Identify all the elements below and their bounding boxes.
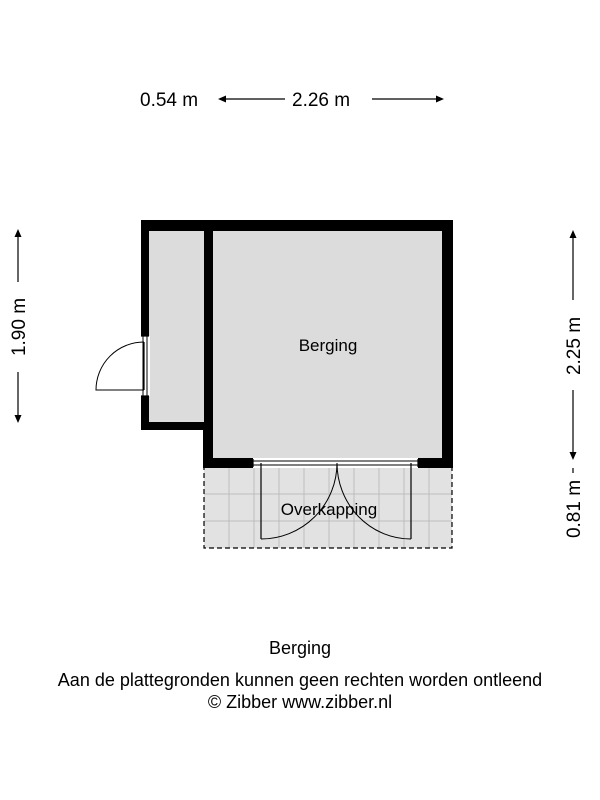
room-label-canopy: Overkapping <box>281 500 377 519</box>
main-room-floor <box>213 231 442 458</box>
dim-arrowhead-left <box>218 95 226 103</box>
storage-building <box>141 220 453 468</box>
copyright-text: © Zibber www.zibber.nl <box>207 692 393 712</box>
dim-arrowhead-right <box>436 95 444 103</box>
top-dimension: 0.54 m 2.26 m <box>140 90 444 111</box>
dim-arrowhead-up <box>14 229 22 237</box>
dim-arrowhead-mid-right <box>569 452 577 460</box>
plan-title: Berging <box>268 638 332 658</box>
dim-arrowhead-up-right <box>569 230 577 238</box>
side-door-swing <box>95 341 145 391</box>
side-room-floor <box>149 231 204 422</box>
side-door <box>95 335 150 397</box>
front-door-swing-right <box>336 462 412 540</box>
dim-right-lower: 0.81 m <box>564 480 585 538</box>
left-dimension: 1.90 m <box>9 229 30 423</box>
side-door-opening <box>140 336 150 396</box>
right-dimension: 2.25 m 0.81 m <box>564 230 585 538</box>
dim-top-main: 2.26 m <box>292 90 350 111</box>
canopy-tiles <box>204 466 452 548</box>
front-door-swing-left <box>260 462 338 540</box>
dim-right-upper: 2.25 m <box>564 317 585 375</box>
dim-top-left: 0.54 m <box>140 90 198 111</box>
disclaimer-text: Aan de plattegronden kunnen geen rechten… <box>57 670 543 690</box>
dim-arrowhead-down <box>14 415 22 423</box>
dim-left: 1.90 m <box>9 298 30 356</box>
room-label-storage: Berging <box>299 336 358 355</box>
front-door-opening <box>253 458 418 468</box>
front-double-doors <box>252 458 419 540</box>
